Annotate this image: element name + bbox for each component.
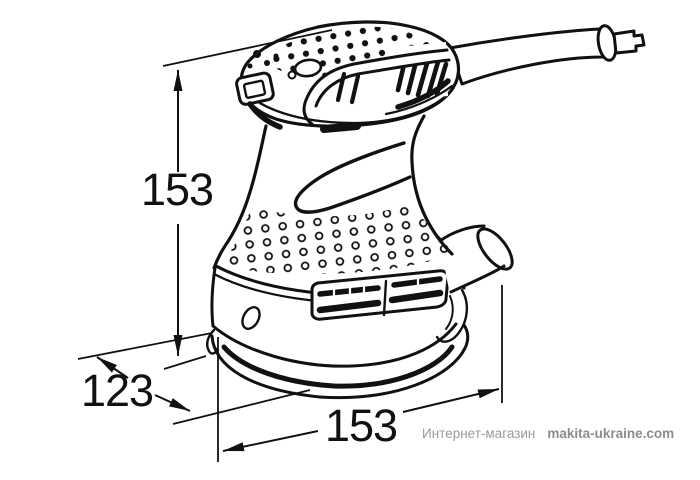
sanding-pad xyxy=(206,300,470,400)
dimension-height-label: 153 xyxy=(140,164,214,215)
grip-body xyxy=(212,114,454,270)
lock-button xyxy=(293,58,323,78)
skirt-vent-holes xyxy=(222,203,456,275)
dimension-depth-label: 123 xyxy=(80,365,154,416)
base-housing xyxy=(210,254,466,368)
dimension-depth-line xyxy=(96,356,191,412)
pad-clamp-lever xyxy=(241,306,261,330)
dimension-width-label: 153 xyxy=(324,400,398,451)
extension-lines xyxy=(77,29,503,462)
head xyxy=(235,20,461,133)
palm-grip-outline xyxy=(293,141,412,214)
dimension-width-line xyxy=(222,388,500,452)
power-cord xyxy=(448,24,646,86)
handle-ridge xyxy=(302,48,451,126)
dust-port-opening xyxy=(476,227,514,271)
watermark: Интернет-магазин makita-ukraine.com xyxy=(422,426,674,442)
dust-port xyxy=(435,224,514,343)
pad-edge-hook xyxy=(206,328,219,355)
power-switch xyxy=(235,71,275,106)
watermark-site-name: makita-ukraine.com xyxy=(547,426,675,441)
head-detail-dots xyxy=(247,50,279,69)
cord-tip xyxy=(612,29,646,55)
vent-slot-panel xyxy=(310,269,450,321)
watermark-store-label: Интернет-магазин xyxy=(422,426,536,441)
